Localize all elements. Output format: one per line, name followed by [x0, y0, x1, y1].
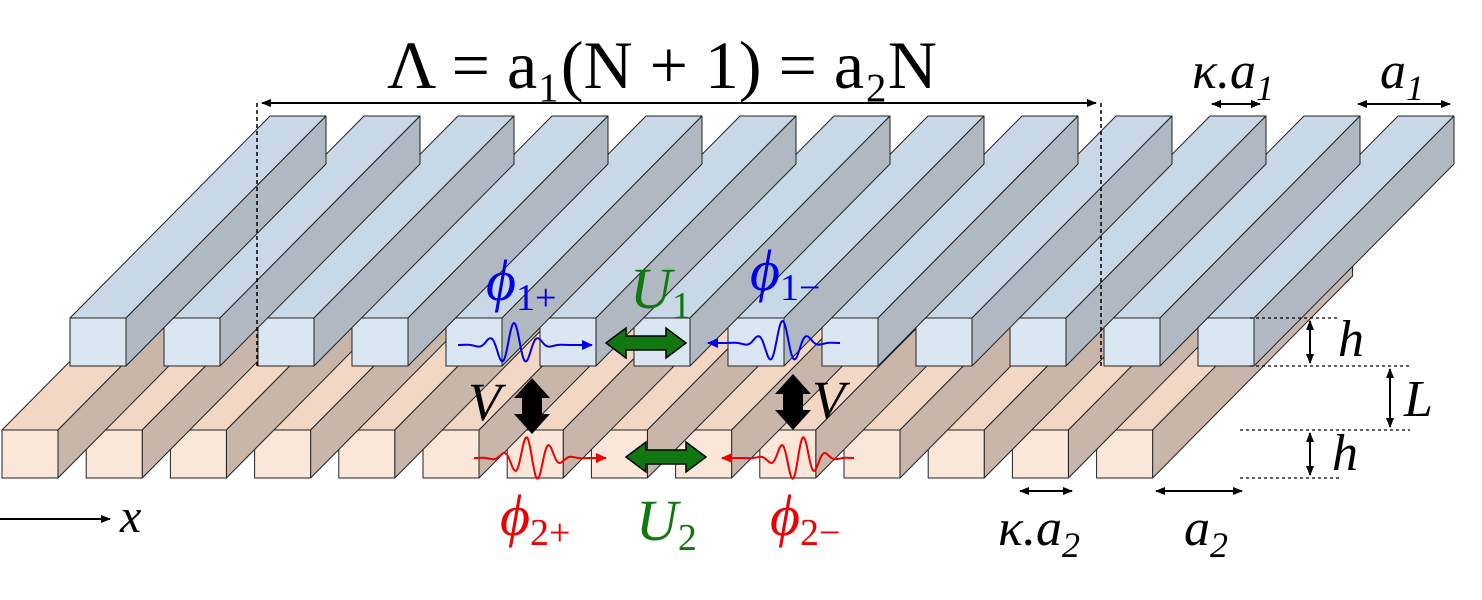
kappa-a2-label: κ.a2 — [998, 500, 1080, 565]
upper-beam — [727, 115, 985, 367]
kappa-a1-label: κ.a1 — [1192, 43, 1274, 108]
phi1-plus-wavepacket — [458, 321, 593, 363]
phi2-plus-label: ϕ2+ — [500, 483, 570, 554]
upper-beam — [915, 115, 1173, 367]
a2-dimension: a2 — [1155, 487, 1243, 565]
U1-coupling: U1 — [604, 256, 691, 360]
upper-beam — [1009, 115, 1267, 367]
a1-dimension: a1 — [1357, 43, 1451, 108]
x-axis-label: x — [119, 490, 141, 543]
upper-beam — [539, 115, 797, 367]
h-top-label: h — [1338, 311, 1364, 368]
phi1-plus-wave: ϕ1+ — [458, 248, 593, 363]
V-right-label: V — [812, 370, 851, 430]
upper-beam — [351, 115, 609, 367]
U2-double-arrow — [624, 440, 708, 474]
phi2-minus-label: ϕ2− — [770, 483, 840, 554]
phi2-plus-wavepacket — [474, 436, 607, 480]
L-label: L — [1403, 371, 1433, 428]
U1-double-arrow — [604, 326, 688, 360]
a1-label: a1 — [1380, 43, 1424, 108]
V-left-double-arrow — [514, 378, 550, 434]
U2-coupling: U2 — [624, 440, 708, 559]
phi2-minus-wave: ϕ2− — [721, 436, 854, 554]
U1-label: U1 — [630, 256, 691, 327]
phi1-minus-wavepacket — [707, 319, 840, 361]
kappa-a2-dimension: κ.a2 — [998, 487, 1080, 565]
phi1-plus-label: ϕ1+ — [486, 248, 556, 319]
kappa-a1-dimension: κ.a1 — [1192, 43, 1274, 108]
V-right-double-arrow — [775, 374, 811, 430]
upper-beam — [69, 115, 327, 367]
h-bottom-label: h — [1332, 425, 1358, 482]
U2-label: U2 — [636, 488, 697, 559]
phi2-plus-wave: ϕ2+ — [474, 436, 607, 554]
height-dimensions: h L h — [1240, 311, 1433, 482]
period-formula: Λ = a₁(N + 1) = a₂N — [387, 27, 937, 103]
upper-beam — [1103, 115, 1361, 367]
x-axis: x — [0, 490, 141, 543]
phi2-minus-wavepacket — [721, 436, 854, 480]
upper-beam-array — [69, 115, 1455, 367]
V-left-coupling: V — [468, 372, 550, 434]
phi1-minus-wave: ϕ1− — [707, 238, 840, 361]
period-marker — [256, 99, 1102, 366]
upper-beam — [821, 115, 1079, 367]
V-right-coupling: V — [775, 370, 851, 430]
upper-beam — [163, 115, 421, 367]
V-left-label: V — [468, 372, 507, 432]
a2-label: a2 — [1184, 500, 1228, 565]
upper-beam — [1197, 115, 1455, 367]
phi1-minus-label: ϕ1− — [750, 238, 820, 309]
upper-beam — [257, 115, 515, 367]
